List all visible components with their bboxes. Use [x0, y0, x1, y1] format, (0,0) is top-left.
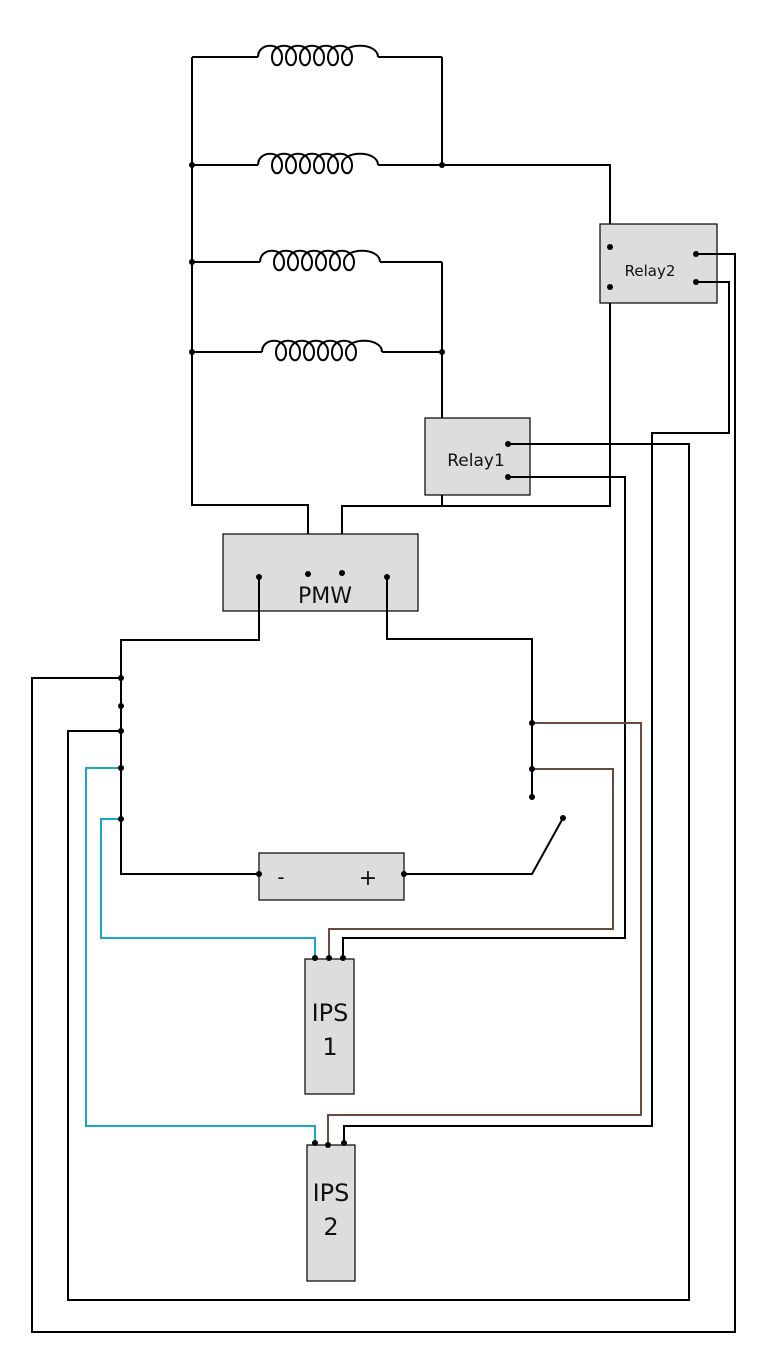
coil-2 [192, 152, 442, 175]
ips-2-pin-dot [312, 1140, 318, 1146]
pmw-module: PMW [222, 533, 419, 612]
junction-dot [189, 349, 195, 355]
ips-2-pin-dot [325, 1142, 331, 1148]
relay-2-label: Relay2 [625, 262, 676, 280]
pmw-terminal-dot [256, 574, 262, 580]
junction-dot [118, 703, 124, 709]
coil-3 [192, 249, 442, 272]
battery-terminal-dot [401, 871, 407, 877]
ips-2: IPS 2 [306, 1144, 356, 1282]
relay-2-terminal-dot [607, 284, 613, 290]
relay-1-terminal-dot [505, 441, 511, 447]
ips-2-label-bottom: 2 [323, 1213, 338, 1241]
switch-terminal-dot [529, 794, 535, 800]
relay-2-terminal-dot [607, 244, 613, 250]
pmw-label: PMW [298, 584, 352, 609]
junction-dot [529, 766, 535, 772]
ips-2-pin-dot [341, 1140, 347, 1146]
relay-control-wiring [31, 253, 736, 1333]
battery-terminal-dot [256, 871, 262, 877]
ips-1-label-bottom: 1 [322, 1033, 337, 1061]
junction-dot [439, 162, 445, 168]
pmw-terminal-dot [339, 570, 345, 576]
switch-terminal-dot [560, 815, 566, 821]
pmw-body [222, 533, 419, 612]
relay-2-terminal-dot [693, 279, 699, 285]
junction-dot [118, 765, 124, 771]
pmw-terminal-dot [384, 574, 390, 580]
ips-1: IPS 1 [304, 958, 355, 1095]
ips-1-pin-dot [312, 955, 318, 961]
ips-1-label-top: IPS [312, 999, 349, 1027]
ips-2-label-top: IPS [313, 1179, 350, 1207]
junction-dot [118, 728, 124, 734]
pmw-terminal-dot [305, 571, 311, 577]
junction-dot [189, 259, 195, 265]
junction-dots [118, 162, 699, 1148]
power-loop [120, 577, 564, 875]
relay-2: Relay2 [599, 223, 718, 304]
battery: - + [258, 852, 405, 901]
battery-plus-label: + [359, 866, 377, 891]
relay-1-body [424, 417, 531, 496]
ips-1-pin-dot [326, 955, 332, 961]
junction-dot [529, 720, 535, 726]
relay-2-body [599, 223, 718, 304]
sensor-wiring [85, 722, 642, 1145]
junction-dot [118, 816, 124, 822]
ips-2-body [306, 1144, 356, 1282]
relay-2-terminal-dot [693, 251, 699, 257]
relay-1-terminal-dot [505, 474, 511, 480]
coil-4 [192, 339, 442, 362]
ips-1-pin-dot [340, 955, 346, 961]
ips-1-body [304, 958, 355, 1095]
relay-1: Relay1 [424, 417, 531, 496]
junction-dot [439, 349, 445, 355]
coil-1 [192, 44, 442, 67]
junction-dot [189, 162, 195, 168]
junction-dot [118, 675, 124, 681]
coil-bank-wiring [191, 57, 611, 574]
relay-1-label: Relay1 [447, 451, 505, 471]
battery-minus-label: - [277, 865, 284, 889]
